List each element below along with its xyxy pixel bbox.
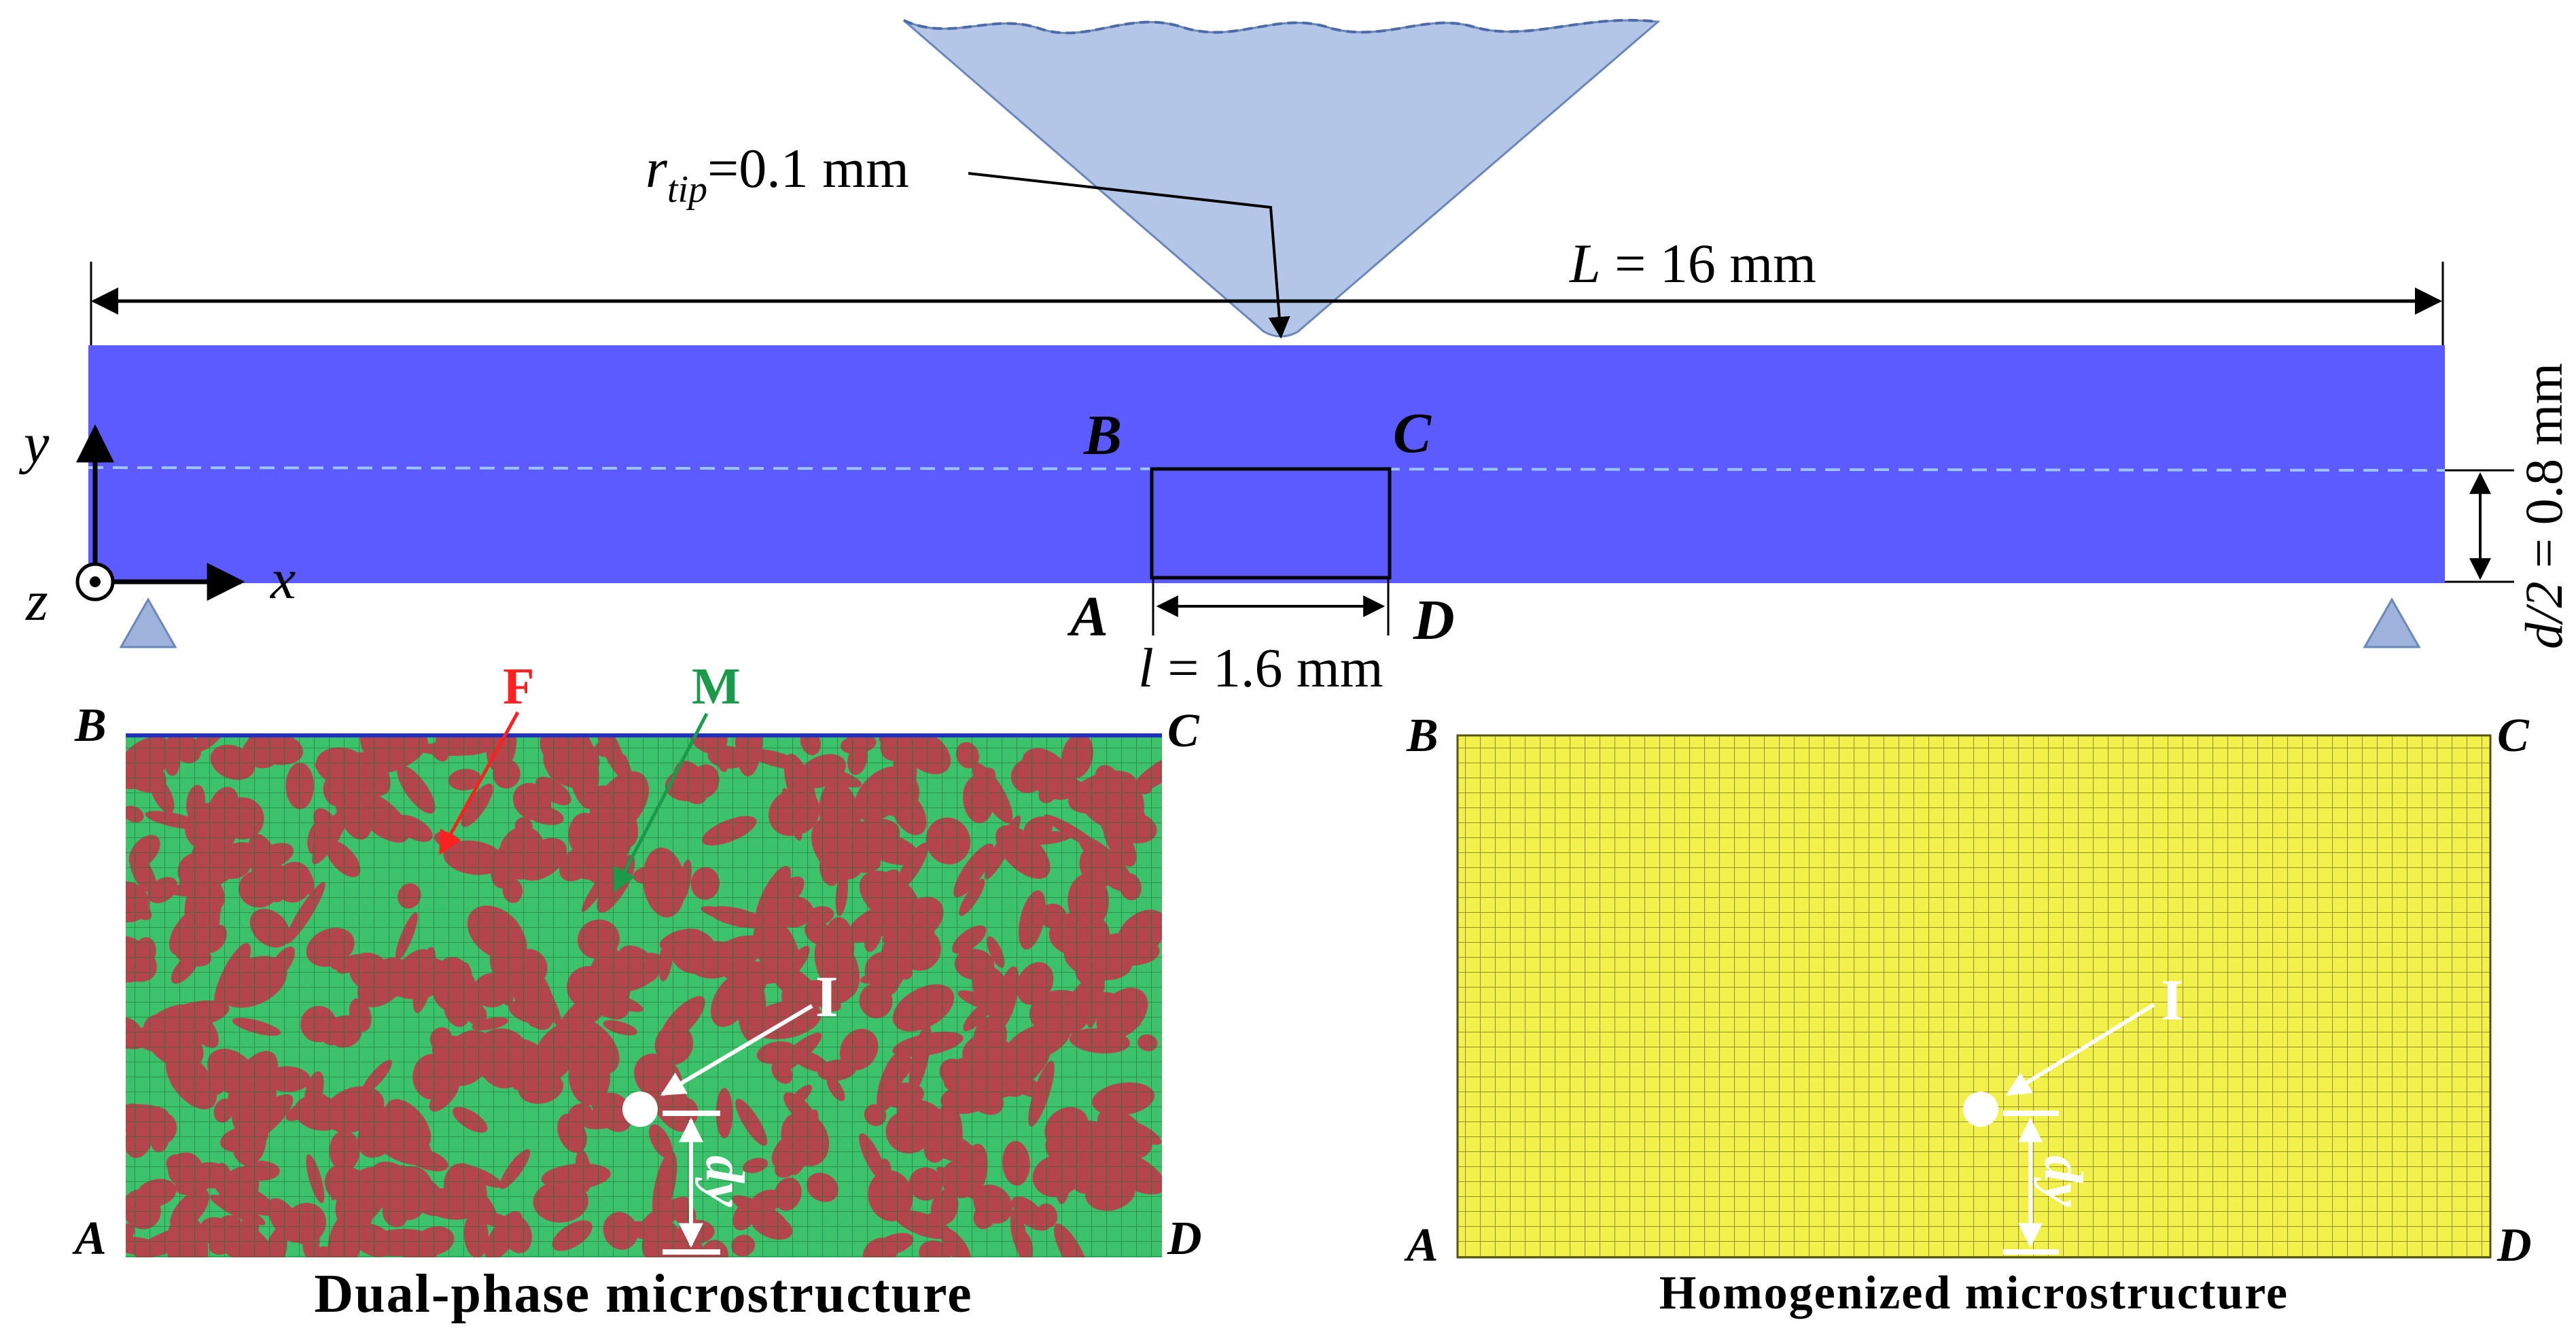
homogenized-mesh (1458, 735, 2490, 1257)
right-interface-point (1963, 1092, 1998, 1127)
homogenized-caption: Homogenized microstructure (1659, 1267, 2289, 1319)
beam-corner-b: B (1083, 404, 1122, 467)
left-corner-d: D (1167, 1213, 1202, 1265)
right-corner-a: A (1404, 1219, 1439, 1272)
right-dy-label: dy (2033, 1155, 2093, 1207)
right-corner-c: C (2497, 710, 2530, 762)
left-interface-label: I (815, 964, 838, 1029)
length-label: L = 16 mm (1569, 232, 1816, 294)
beam-corner-a: A (1067, 585, 1108, 648)
axis-y-label: y (18, 412, 50, 475)
window-box (1150, 467, 1392, 580)
left-support (119, 597, 177, 648)
left-dy-label: dy (694, 1155, 754, 1207)
window-length-label: l = 1.6 mm (1138, 637, 1383, 699)
beam (88, 345, 2445, 583)
right-support (2363, 597, 2421, 648)
tip-radius-label: rtip=0.1 mm (646, 137, 909, 211)
left-interface-arrow (660, 1004, 813, 1096)
right-interface-label: I (2161, 967, 2183, 1032)
dual-phase-panel (126, 733, 1162, 1257)
beam-corner-c: C (1393, 402, 1432, 465)
homogenized-border (1456, 734, 2492, 1259)
axis-x-label: x (269, 548, 296, 611)
z-axis-dot (90, 576, 101, 587)
right-corner-b: B (1406, 710, 1439, 762)
martensite-label: M (692, 658, 741, 715)
left-corner-c: C (1167, 705, 1200, 757)
ferrite-arrow (438, 711, 520, 856)
beam-corner-d: D (1413, 589, 1455, 652)
right-corner-d: D (2496, 1219, 2532, 1272)
axis-z-label: z (25, 570, 48, 633)
left-corner-b: B (74, 699, 107, 752)
indenter-wavy-edge (903, 18, 1659, 35)
dual-phase-mesh (126, 735, 1162, 1257)
right-interface-arrow (2005, 1003, 2155, 1096)
martensite-arrow (613, 712, 709, 893)
ferrite-label: F (503, 658, 534, 715)
left-corner-a: A (72, 1213, 107, 1265)
half-depth-label: d/2 = 0.8 mm (2514, 363, 2573, 649)
tip-leader-line (968, 172, 1290, 339)
left-interface-point (622, 1092, 658, 1127)
dual-phase-caption: Dual-phase microstructure (314, 1264, 972, 1324)
